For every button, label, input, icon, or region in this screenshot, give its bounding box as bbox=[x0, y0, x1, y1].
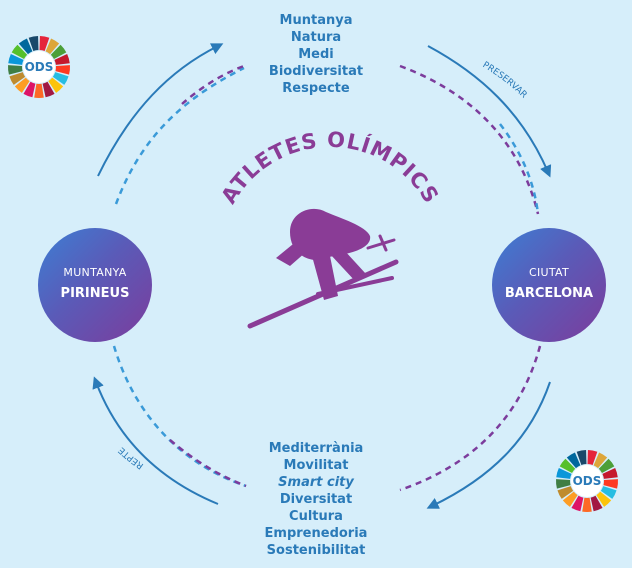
ods-wheel-segment bbox=[596, 491, 612, 507]
ods-wheel-left-icon bbox=[8, 36, 70, 98]
arrow-top-to-right bbox=[427, 45, 552, 178]
ods-wheel-segment bbox=[45, 38, 60, 55]
arrow-label-preservar: PRESERVAR bbox=[481, 60, 529, 100]
ods-wheel-right-icon bbox=[556, 450, 619, 512]
mountain-value-item: Natura bbox=[290, 30, 342, 45]
ods-wheel-segment bbox=[576, 450, 587, 465]
ods-wheel-segment bbox=[566, 452, 581, 469]
mountain-hub-name: PIRINEUS bbox=[60, 286, 130, 301]
ods-wheel-segment bbox=[54, 54, 70, 65]
ods-wheel-segment bbox=[18, 38, 33, 55]
city-value-item: Sostenibilitat bbox=[266, 543, 366, 558]
ods-wheel-segment bbox=[42, 81, 55, 98]
ods-wheel-segment bbox=[556, 468, 572, 479]
ods-wheel-segment bbox=[602, 468, 618, 479]
ods-wheel-segment bbox=[28, 36, 39, 51]
mountain-hub: MUNTANYA PIRINEUS bbox=[38, 228, 152, 342]
mountain-hub-label: MUNTANYA bbox=[63, 266, 127, 279]
ods-wheel-segment bbox=[11, 44, 28, 59]
city-value-item: Cultura bbox=[289, 509, 343, 524]
ods-wheel-segment bbox=[600, 486, 617, 499]
ods-wheel-segment bbox=[23, 81, 36, 98]
ods-wheel-segment bbox=[34, 83, 44, 98]
ods-wheel-segment bbox=[582, 497, 592, 512]
ods-wheel-segment bbox=[9, 72, 26, 85]
city-value-item: Movilitat bbox=[283, 458, 349, 473]
ods-wheel-segment bbox=[39, 36, 50, 51]
ods-wheel-segment bbox=[14, 77, 30, 93]
arrow-left-to-top bbox=[97, 43, 224, 177]
ods-wheel-segment bbox=[598, 458, 615, 473]
arrow-bottom-to-left bbox=[92, 376, 219, 505]
ods-wheel-segment bbox=[562, 491, 578, 507]
ods-badge-left-label: ODS bbox=[24, 60, 54, 74]
dashed-arc-bottom-left-purple bbox=[169, 439, 247, 488]
ods-wheel-segment bbox=[55, 65, 70, 75]
arrow-right-to-bottom bbox=[426, 381, 551, 509]
ods-wheel-segment bbox=[8, 54, 24, 65]
ods-wheel-segment bbox=[8, 65, 23, 75]
city-value-item: Smart city bbox=[278, 475, 354, 490]
ods-wheel-segment bbox=[603, 479, 619, 489]
city-hub-label: CIUTAT bbox=[528, 266, 570, 279]
dashed-arc-top-right bbox=[399, 64, 540, 215]
ods-wheel-segment bbox=[590, 495, 603, 512]
ods-badge-right-label: ODS bbox=[572, 474, 602, 488]
ods-wheel-segment bbox=[593, 452, 608, 469]
mountain-value-item: Biodiversitat bbox=[268, 64, 364, 79]
ods-wheel-segment bbox=[50, 44, 67, 59]
ods-wheel-segment bbox=[559, 458, 576, 473]
ods-wheel-segment bbox=[52, 72, 69, 85]
center-title: ATLETES OLÍMPICS bbox=[216, 128, 443, 208]
dashed-arc-top-left bbox=[114, 66, 245, 205]
dashed-arc-top-right-blue bbox=[499, 123, 540, 215]
dashed-arc-top-left-purple bbox=[181, 64, 245, 105]
ods-wheel-segment bbox=[556, 479, 571, 489]
mountain-value-item: Respecte bbox=[282, 81, 350, 96]
city-value-item: Mediterrània bbox=[268, 441, 364, 456]
city-value-item: Emprenedoria bbox=[264, 526, 368, 541]
city-hub: CIUTAT BARCELONA bbox=[492, 228, 606, 342]
city-hub-name: BARCELONA bbox=[504, 286, 594, 301]
ods-wheel-segment bbox=[557, 486, 574, 499]
mountain-value-item: Muntanya bbox=[279, 13, 353, 28]
ods-wheel-center bbox=[571, 465, 603, 497]
ods-wheel-segment bbox=[48, 77, 64, 93]
dashed-arc-bottom-right bbox=[399, 345, 542, 492]
city-value-item: Diversitat bbox=[279, 492, 353, 507]
ods-wheel-segment bbox=[571, 495, 584, 512]
arrow-label-repte: REPTE bbox=[117, 444, 146, 470]
skier-pictogram bbox=[247, 208, 399, 329]
ods-wheel-segment bbox=[587, 450, 598, 465]
ods-wheel-center bbox=[23, 51, 55, 83]
mountain-value-item: Medi bbox=[298, 47, 334, 62]
